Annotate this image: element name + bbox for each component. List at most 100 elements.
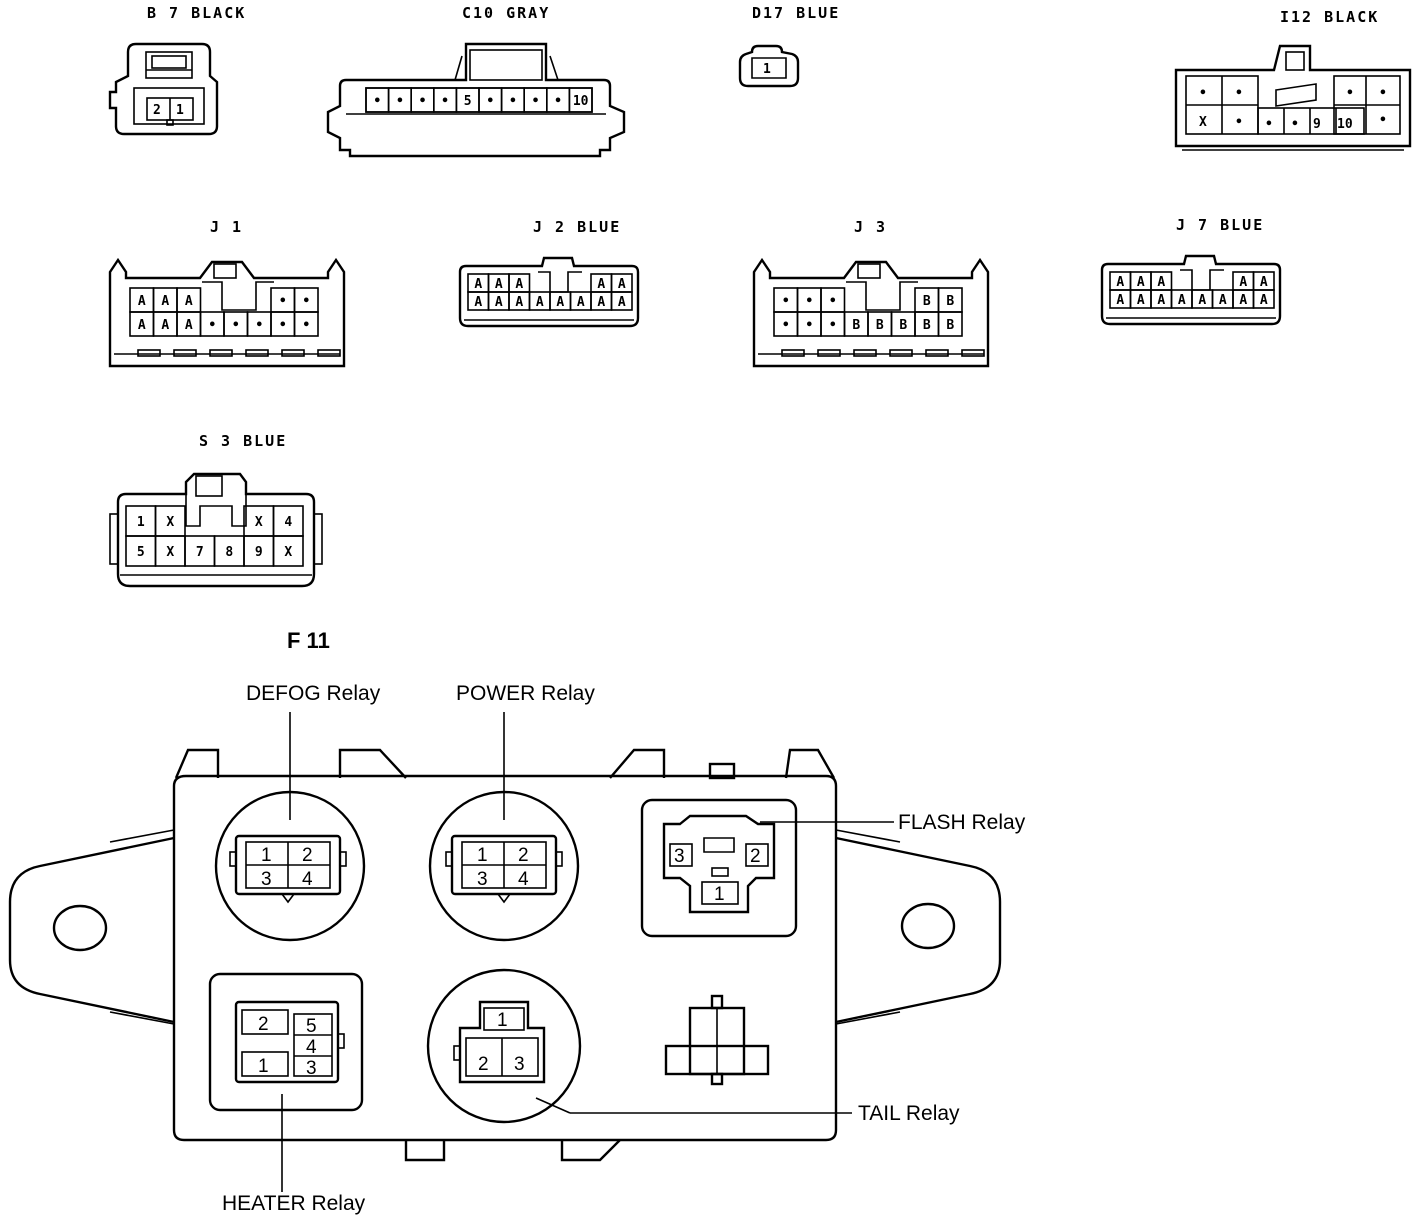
j7-keyway	[1180, 269, 1224, 291]
i12-pin-h: •	[1379, 86, 1387, 101]
i12-pin-b: •	[1235, 86, 1243, 101]
s3-pin: X	[166, 545, 174, 560]
j7-pin: A	[1260, 275, 1268, 290]
j3-pin: B	[946, 294, 954, 309]
j1-pin: A	[185, 318, 193, 333]
j3-pin: •	[829, 318, 837, 333]
connector-j1-label: J 1	[210, 218, 243, 236]
j1-latch	[173, 349, 197, 357]
tail-pin-2: 2	[478, 1054, 489, 1075]
j3-pin-cell	[937, 311, 963, 337]
s3-pin: X	[255, 515, 263, 530]
j1-pin-cell	[293, 311, 319, 337]
j1-latch	[281, 349, 305, 357]
j2-housing	[458, 256, 640, 328]
j2-pin: A	[474, 277, 482, 292]
j1-pin: •	[279, 294, 287, 309]
heater-relay-socket: 2 5 4 1 3	[208, 972, 364, 1112]
j7-pin: A	[1116, 275, 1124, 290]
i12-pin-10: 10	[1337, 117, 1353, 132]
j3-housing	[752, 257, 990, 368]
j3-pin: •	[805, 318, 813, 333]
c10-pin: •	[441, 94, 449, 109]
c10-pin: •	[509, 94, 517, 109]
j1-pin: A	[161, 318, 169, 333]
j1-pin: A	[185, 294, 193, 309]
heater-pin-4: 4	[306, 1037, 317, 1058]
j1-latch	[209, 349, 233, 357]
c10-pin: •	[419, 94, 427, 109]
connector-i12: I12 BLACK • • X • • • 9 10 • • •	[1174, 8, 1412, 151]
power-pin-2: 2	[518, 845, 529, 866]
j2-pin-cell	[610, 291, 633, 311]
power-pin-3: 3	[477, 869, 488, 890]
j3-pin: •	[829, 294, 837, 309]
d17-pin-1: 1	[763, 62, 771, 77]
j7-pin: A	[1260, 293, 1268, 308]
j1-pin: A	[138, 294, 146, 309]
j2-pin: A	[536, 295, 544, 310]
connector-s3-label: S 3 BLUE	[199, 432, 287, 450]
spare-socket	[664, 994, 770, 1086]
s3-pin: 7	[196, 545, 204, 560]
j1-pin: •	[255, 318, 263, 333]
c10-pin: •	[396, 94, 404, 109]
s3-pin: X	[284, 545, 292, 560]
j2-pin: A	[474, 295, 482, 310]
j3-latch	[817, 349, 841, 357]
heater-relay-label: HEATER Relay	[222, 1192, 366, 1215]
j2-pin: A	[597, 295, 605, 310]
connector-b7-label: B 7 BLACK	[147, 4, 246, 22]
j7-pin: A	[1157, 275, 1165, 290]
tail-relay-socket: 1 2 3	[426, 968, 582, 1124]
connector-b7: B 7 BLACK 2 1	[108, 4, 246, 136]
j3-pin: B	[923, 294, 931, 309]
heater-pin-3: 3	[306, 1058, 317, 1079]
b7-pin-2: 2	[153, 103, 161, 118]
c10-pin: •	[532, 94, 540, 109]
j3-pin: B	[923, 318, 931, 333]
c10-pin: 10	[573, 94, 589, 109]
connector-j7-label: J 7 BLUE	[1176, 216, 1264, 234]
c10-pin: •	[554, 94, 562, 109]
connector-d17: D17 BLUE 1	[738, 4, 840, 88]
defog-pin-3: 3	[261, 869, 272, 890]
j3-pin: B	[876, 318, 884, 333]
s3-pin: 5	[137, 545, 145, 560]
c10-pin-cell	[568, 87, 593, 113]
s3-pin: 8	[225, 545, 233, 560]
j2-pin: A	[618, 277, 626, 292]
tail-pin-1: 1	[497, 1010, 508, 1031]
s3-pin: 1	[137, 515, 145, 530]
connector-i12-label: I12 BLACK	[1280, 8, 1379, 26]
defog-relay-socket: 1 2 3 4	[214, 790, 366, 942]
i12-pin-f: •	[1291, 117, 1299, 132]
j1-latch	[245, 349, 269, 357]
c10-pin: •	[373, 94, 381, 109]
connector-j2-label: J 2 BLUE	[533, 218, 621, 236]
j2-pin: A	[618, 295, 626, 310]
heater-pin-2: 2	[258, 1014, 269, 1035]
connector-j3-label: J 3	[854, 218, 887, 236]
j7-pin: A	[1137, 293, 1145, 308]
j3-pin: •	[782, 318, 790, 333]
j7-housing	[1100, 254, 1282, 326]
j7-pin: A	[1219, 293, 1227, 308]
j1-keyway	[202, 281, 274, 311]
j2-pin: A	[515, 295, 523, 310]
i12-pin-g: •	[1346, 86, 1354, 101]
connector-d17-label: D17 BLUE	[752, 4, 840, 22]
tail-relay-label: TAIL Relay	[858, 1102, 960, 1125]
j1-pin: •	[302, 318, 310, 333]
j2-pin: A	[577, 295, 585, 310]
flash-relay-socket: 3 2 1	[640, 798, 798, 938]
flash-pin-2: 2	[750, 846, 761, 867]
j7-pin: A	[1157, 293, 1165, 308]
j3-pin: B	[899, 318, 907, 333]
relay-block-title: F 11	[287, 628, 330, 653]
